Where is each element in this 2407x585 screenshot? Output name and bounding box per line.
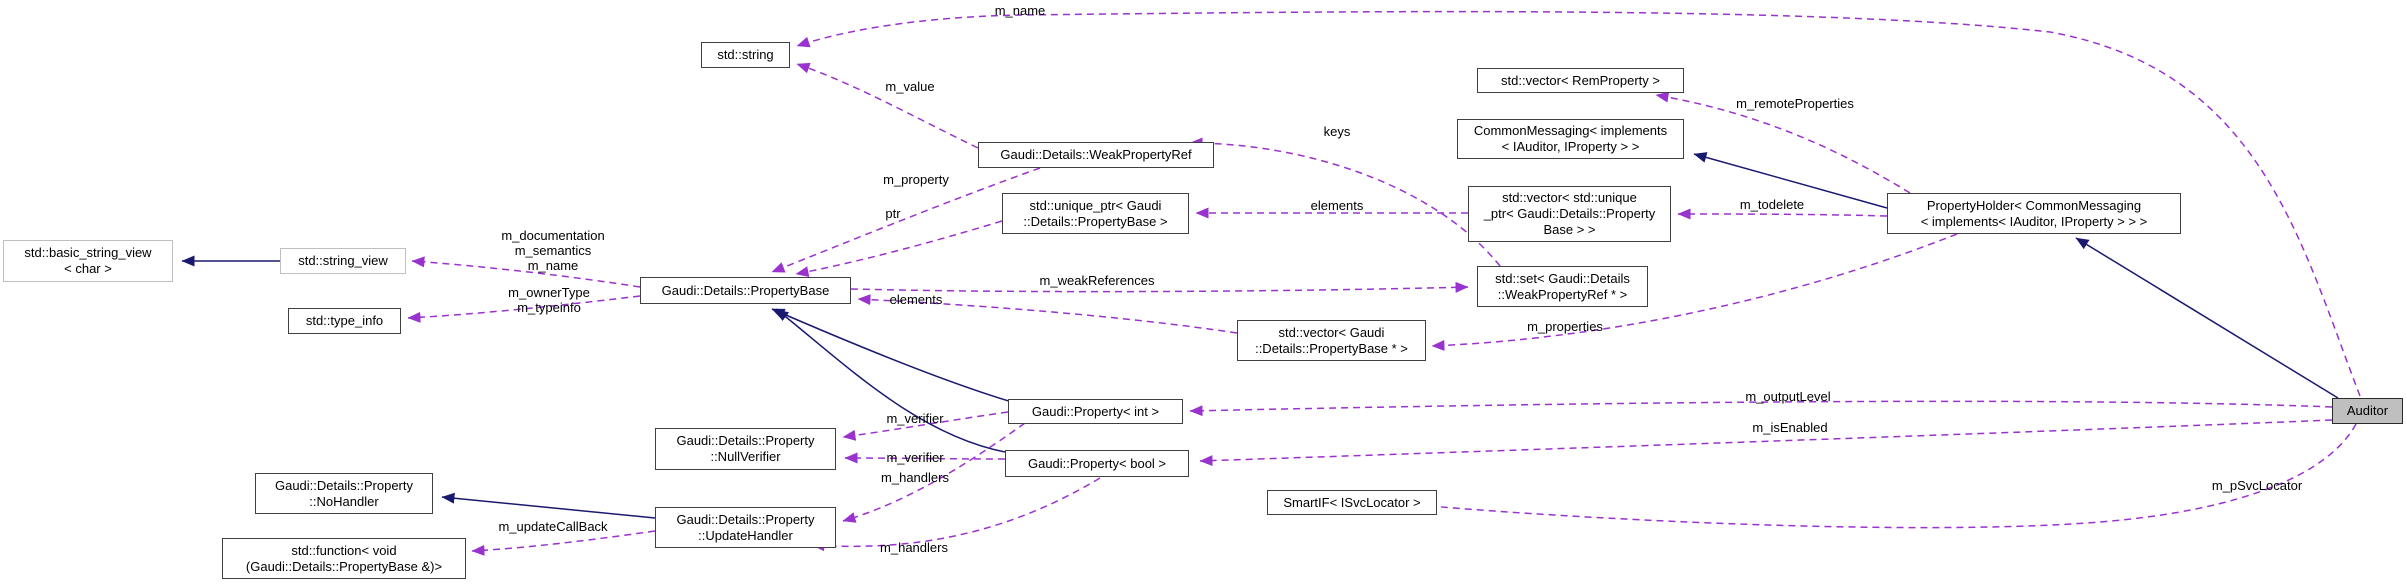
edge-label-elements-property-base: elements (889, 292, 943, 307)
node-property-base[interactable]: Gaudi::Details::PropertyBase (640, 277, 851, 304)
edge-m-handlers-int (842, 422, 1026, 523)
node-common-messaging[interactable]: CommonMessaging< implements < IAuditor, … (1457, 119, 1684, 159)
edge-m-handlers-bool (811, 477, 1101, 552)
edge-elements-property-base (857, 294, 1238, 334)
edge-label-m-name: m_name (994, 3, 1046, 18)
edge-m-value (796, 62, 979, 149)
edge-inherit-update-handler (441, 492, 656, 519)
edge-label-m-handlers-int: m_handlers (881, 470, 949, 485)
node-std-string-view: std::string_view (280, 248, 406, 274)
node-property-int[interactable]: Gaudi::Property< int > (1008, 399, 1183, 424)
edge-label-elements-unique: elements (1310, 198, 1364, 213)
edge-documentation (411, 256, 641, 288)
node-property-holder[interactable]: PropertyHolder< CommonMessaging < implem… (1887, 193, 2181, 234)
edge-label-m-value: m_value (885, 79, 935, 94)
edge-label-doc-stack: m_documentation m_semantics m_name (501, 228, 605, 273)
edge-m-property (771, 167, 1041, 273)
edge-m-todelete (1677, 208, 1888, 220)
edge-inherit-property-int (771, 308, 1013, 403)
node-update-handler[interactable]: Gaudi::Details::Property ::UpdateHandler (655, 507, 836, 548)
node-std-type-info[interactable]: std::type_info (288, 308, 401, 334)
edge-label-m-property: m_property (883, 172, 949, 187)
edge-inherit-property-bool (775, 308, 1006, 453)
edge-m-weak-references (850, 281, 1469, 293)
node-std-function[interactable]: std::function< void (Gaudi::Details::Pro… (222, 538, 466, 579)
edge-m-verifier-int (842, 411, 1009, 441)
node-vector-rem-property[interactable]: std::vector< RemProperty > (1477, 68, 1684, 93)
edge-inherit-auditor (2075, 237, 2339, 399)
edge-inherit-property-holder (1693, 152, 1888, 209)
node-null-verifier[interactable]: Gaudi::Details::Property ::NullVerifier (655, 428, 836, 470)
node-vector-property-base[interactable]: std::vector< Gaudi ::Details::PropertyBa… (1237, 320, 1426, 361)
node-set-weak-property-ref[interactable]: std::set< Gaudi::Details ::WeakPropertyR… (1477, 266, 1648, 307)
edge-label-m-psvclocator: m_pSvcLocator (2211, 478, 2303, 493)
edge-m-output-level (1189, 400, 2333, 417)
node-auditor: Auditor (2332, 398, 2403, 424)
edge-label-m-verifier-bool: m_verifier (886, 450, 944, 465)
edge-label-m-remote-properties: m_remoteProperties (1736, 96, 1854, 111)
edge-m-update-callback (471, 530, 656, 556)
node-std-string[interactable]: std::string (701, 42, 790, 68)
edge-m-remote-properties (1655, 91, 1911, 194)
node-unique-ptr-property-base[interactable]: std::unique_ptr< Gaudi ::Details::Proper… (1002, 193, 1189, 234)
node-vector-unique-ptr[interactable]: std::vector< std::unique _ptr< Gaudi::De… (1468, 186, 1671, 242)
edge-label-keys: keys (1323, 124, 1351, 139)
edge-m-is-enabled (1199, 419, 2333, 467)
edge-label-ptr: ptr (885, 206, 901, 221)
edge-label-type-stack: m_ownerType m_typeinfo (508, 285, 590, 315)
edge-label-m-properties: m_properties (1527, 319, 1603, 334)
edge-label-m-output-level: m_outputLevel (1745, 389, 1831, 404)
edge-label-m-weak-references: m_weakReferences (1039, 273, 1155, 288)
edge-m-properties (1431, 233, 1958, 351)
node-weak-property-ref[interactable]: Gaudi::Details::WeakPropertyRef (978, 142, 1214, 168)
node-smart-if[interactable]: SmartIF< ISvcLocator > (1267, 490, 1437, 515)
edge-typeinfo (407, 295, 641, 323)
node-std-basic-string-view: std::basic_string_view < char > (3, 240, 173, 282)
edge-label-m-verifier-int: m_verifier (886, 411, 944, 426)
edge-label-m-is-enabled: m_isEnabled (1752, 420, 1828, 435)
node-no-handler[interactable]: Gaudi::Details::Property ::NoHandler (255, 473, 433, 514)
edge-label-m-todelete: m_todelete (1739, 197, 1805, 212)
edge-ptr (795, 220, 1003, 278)
node-property-bool[interactable]: Gaudi::Property< bool > (1005, 450, 1189, 477)
edge-m-psvclocator (1397, 423, 2357, 529)
edge-label-m-update-callback: m_updateCallBack (498, 519, 608, 534)
edge-label-m-handlers-bool: m_handlers (880, 540, 948, 555)
